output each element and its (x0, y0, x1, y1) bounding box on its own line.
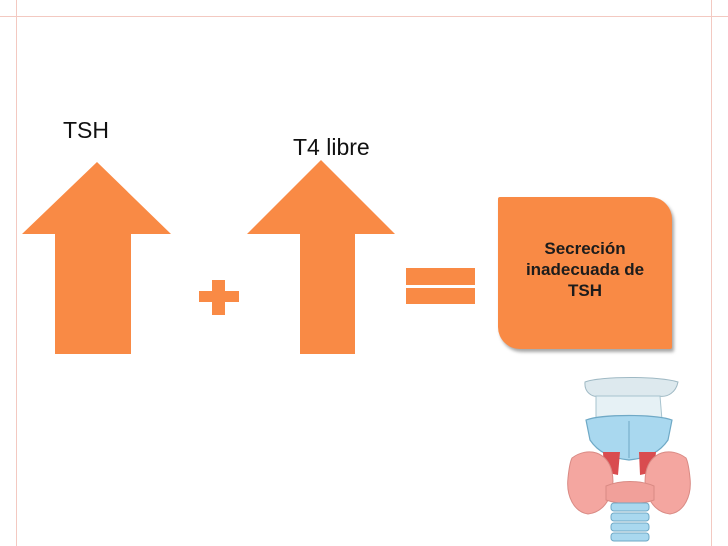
result-text: Secreción inadecuada de TSH (525, 238, 645, 300)
t4-libre-label: T4 libre (293, 134, 370, 160)
tsh-label: TSH (63, 117, 109, 143)
frame-line-left (16, 0, 17, 546)
plus-icon (199, 280, 239, 315)
tsh-up-arrow-icon (22, 162, 171, 354)
frame-line-top (0, 16, 728, 17)
frame-line-right (711, 0, 712, 546)
t4-up-arrow-icon (247, 160, 395, 354)
equals-icon (406, 268, 475, 304)
thyroid-illustration (567, 377, 691, 542)
result-box: Secreción inadecuada de TSH (498, 197, 672, 349)
